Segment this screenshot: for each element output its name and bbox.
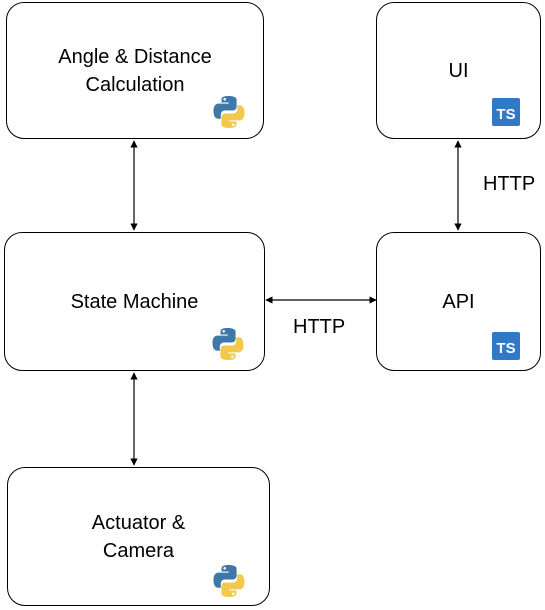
node-angle-distance-calculation[interactable]: Angle & Distance Calculation (6, 2, 264, 139)
python-icon (213, 96, 245, 128)
node-label: Angle & Distance Calculation (58, 45, 212, 96)
node-label: State Machine (70, 290, 199, 313)
node-api[interactable]: API TS (376, 232, 541, 371)
python-icon (213, 565, 245, 597)
node-state-machine[interactable]: State Machine (4, 232, 265, 371)
typescript-icon-bg (492, 98, 520, 126)
typescript-icon: TS (492, 98, 520, 126)
python-logo-yellow (221, 105, 245, 128)
edge-label-state-api: HTTP (293, 316, 346, 338)
python-icon (212, 328, 244, 360)
node-actuator-camera[interactable]: Actuator & Camera (7, 467, 270, 606)
typescript-icon-text: TS (496, 340, 515, 357)
python-logo-blue (213, 565, 237, 588)
python-logo-yellow (220, 337, 244, 360)
edge-label-ui-api: HTTP (483, 173, 536, 195)
node-label: UI (448, 59, 469, 82)
node-label: API (442, 290, 475, 313)
typescript-icon-text: TS (496, 106, 515, 123)
node-ui[interactable]: UI TS (376, 2, 541, 139)
python-logo-yellow (221, 574, 245, 597)
python-logo-blue (213, 96, 237, 119)
node-label: Actuator & Camera (91, 511, 186, 562)
typescript-icon-bg (492, 332, 520, 360)
typescript-icon: TS (492, 332, 520, 360)
python-logo-blue (212, 328, 236, 351)
